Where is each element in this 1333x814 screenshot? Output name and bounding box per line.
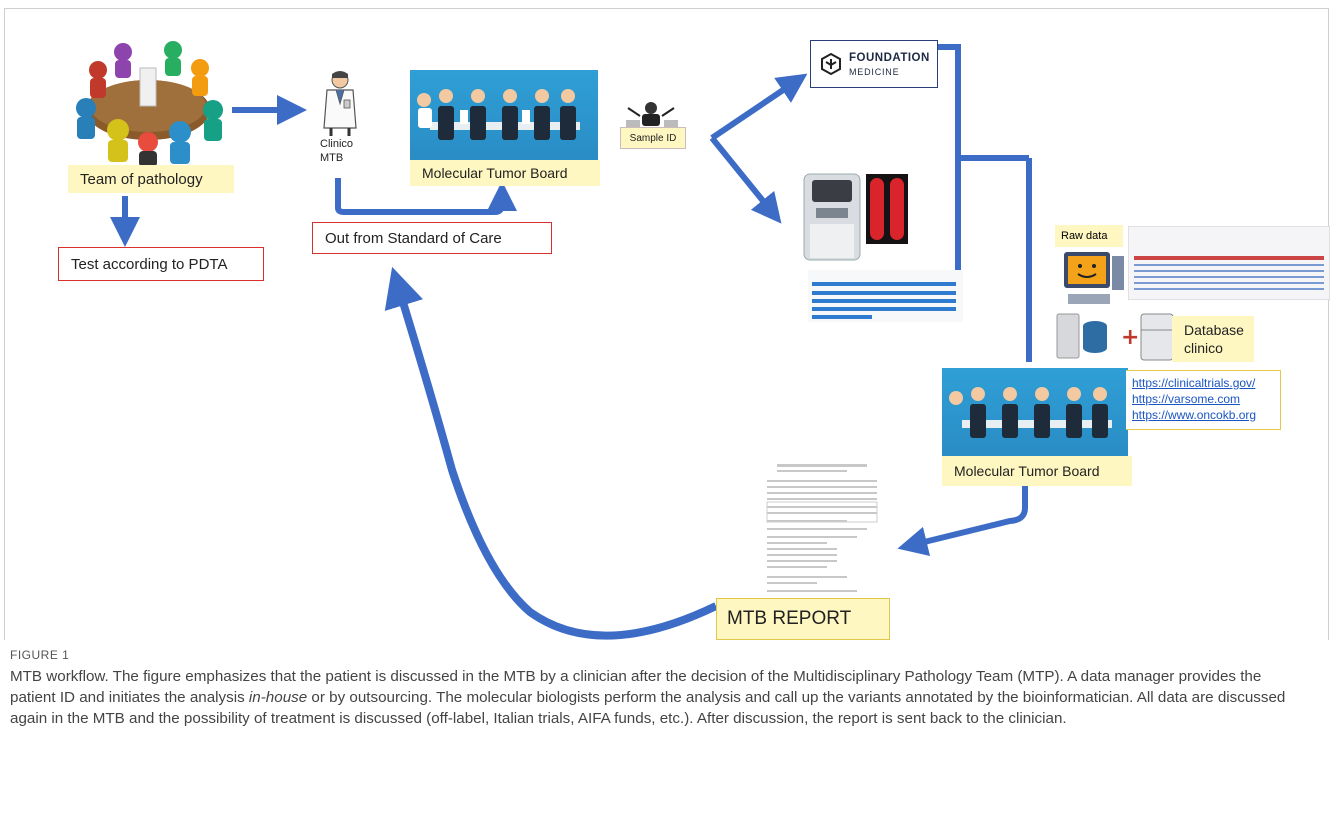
arrow-mtb-to-report [897, 470, 1028, 557]
caption-text-after: or by outsourcing. The molecular biologi… [10, 689, 1286, 727]
mtb-meeting-illustration-top [410, 70, 598, 162]
link-varsome[interactable]: https://varsome.com [1132, 392, 1241, 406]
sample-id-label: Sample ID [620, 127, 686, 149]
clinico-mtb-label: Clinico MTB [320, 138, 354, 164]
analysis-progress-bars [808, 270, 963, 322]
arrow-clinico-to-mtb [335, 178, 517, 215]
workflow-arrows [110, 44, 1032, 640]
foundation-text: FOUNDATION [849, 52, 930, 64]
out-from-soc-box: Out from Standard of Care [312, 222, 552, 254]
figure-caption: FIGURE 1 MTB workflow. The figure emphas… [10, 648, 1310, 729]
foundation-logo-icon [821, 53, 841, 75]
caption-text-italic: in-house [248, 689, 308, 706]
arrow-report-to-out [384, 266, 718, 640]
figure-frame [4, 8, 1329, 640]
mtb-label-top: Molecular Tumor Board [410, 160, 600, 186]
team-of-pathology-label: Team of pathology [68, 165, 234, 193]
mtb-report-label: MTB REPORT [716, 598, 890, 640]
caption-label: FIGURE 1 [10, 648, 70, 662]
arrow-sample-to-sequencer [709, 136, 782, 224]
link-clinicaltrials[interactable]: https://clinicaltrials.gov/ [1132, 376, 1256, 390]
medicine-text: MEDICINE [849, 67, 900, 77]
doctor-icon [323, 71, 357, 136]
reference-links: https://clinicaltrials.gov/ https://vars… [1126, 370, 1281, 430]
database-server-icon: + [1056, 313, 1174, 361]
mtb-report-document [755, 458, 887, 606]
caption-text-before: MTB workflow. The figure emphasizes that… [10, 668, 1262, 706]
svg-text:+: + [1121, 325, 1139, 350]
database-clinico-label: Database clinico [1172, 316, 1254, 362]
raw-data-label: Raw data [1055, 225, 1123, 247]
link-oncokb[interactable]: https://www.oncokb.org [1132, 408, 1257, 422]
arrow-sample-to-foundation [710, 73, 808, 141]
computer-icon [1064, 252, 1124, 304]
sequencer-illustration [803, 173, 908, 261]
mtb-meeting-illustration-bottom [942, 368, 1128, 458]
genome-browser-screenshot [1128, 226, 1330, 300]
caption-text: MTB workflow. The figure emphasizes that… [10, 666, 1310, 729]
team-meeting-illustration [76, 41, 223, 167]
mtb-label-bottom: Molecular Tumor Board [942, 456, 1132, 486]
test-pdta-box: Test according to PDTA [58, 247, 264, 281]
foundation-medicine-logo: FOUNDATION MEDICINE [810, 40, 938, 88]
data-manager-illustration [626, 102, 678, 129]
